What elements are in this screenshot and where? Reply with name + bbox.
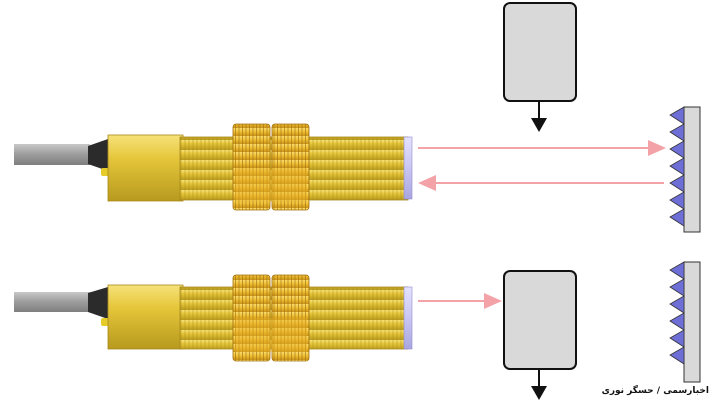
- cable-gland: [88, 287, 108, 319]
- reflector-prisms: [669, 106, 685, 232]
- beam-reflected: [418, 175, 664, 191]
- sensor-body: [107, 284, 184, 350]
- nut-hex-face: [235, 168, 307, 202]
- beam-blocked: [418, 293, 502, 309]
- sensor-lens: [403, 286, 413, 350]
- cable-gland: [88, 139, 108, 171]
- cable: [14, 292, 90, 312]
- reflector-prisms: [669, 261, 685, 372]
- reflector-bottom: [669, 261, 701, 383]
- object-top: [503, 2, 577, 132]
- arrow-left-icon: [418, 175, 436, 191]
- lock-nut-left: [232, 274, 271, 362]
- target-object: [503, 270, 577, 370]
- watermark-caption: اخبارسمی / حسگر نوری: [597, 385, 713, 397]
- sensor-bottom: [14, 274, 413, 362]
- object-bottom: [503, 270, 577, 400]
- arrow-right-icon: [484, 293, 502, 309]
- reflector-top: [669, 106, 701, 233]
- beam-emitted: [418, 140, 666, 156]
- lock-nut-left: [232, 123, 271, 211]
- sensor-body: [107, 134, 184, 202]
- arrow-down-icon: [531, 369, 547, 400]
- lock-nut-right: [271, 123, 310, 211]
- arrow-down-icon: [531, 101, 547, 132]
- sensor-lens: [403, 136, 413, 200]
- nut-hex-face: [235, 318, 307, 352]
- arrow-right-icon: [648, 140, 666, 156]
- target-object: [503, 2, 577, 102]
- sensor-top: [14, 123, 413, 211]
- cable: [14, 144, 90, 165]
- lock-nut-right: [271, 274, 310, 362]
